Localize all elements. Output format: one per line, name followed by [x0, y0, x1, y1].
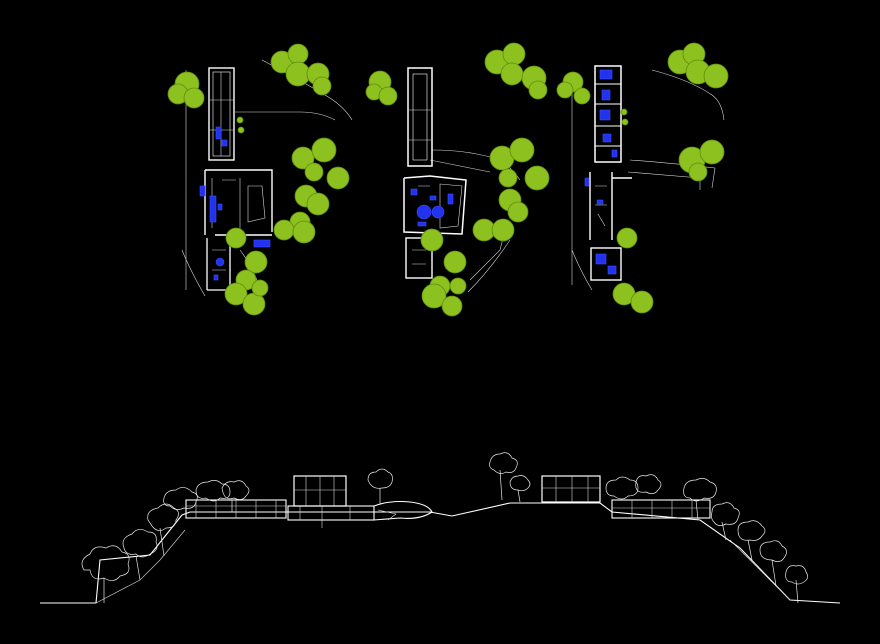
- plan-trees: [167, 42, 729, 317]
- floor-plan-1: [181, 59, 353, 297]
- floor-plan-3: [571, 65, 725, 291]
- section-trees: [81, 452, 808, 604]
- site-section: [40, 452, 841, 604]
